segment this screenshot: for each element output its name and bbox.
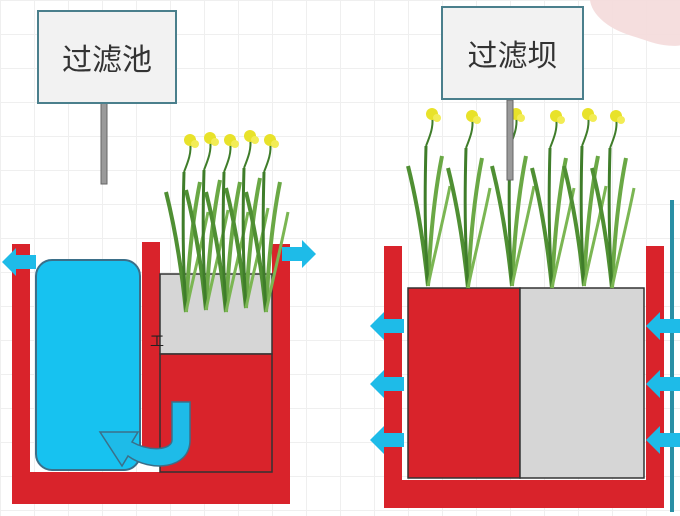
u-turn-arrow-icon xyxy=(98,401,191,468)
left-sign-post xyxy=(100,101,108,185)
right-sign-label: 过滤坝 xyxy=(441,6,584,100)
right-dam-outer-wall xyxy=(384,246,664,508)
inflow-arrow-icon xyxy=(282,240,316,268)
left-pool-outer-wall xyxy=(12,244,290,504)
left-filter-pool: 工 xyxy=(2,128,316,504)
right-dam-soil-block xyxy=(407,287,521,479)
left-pool-water-chamber xyxy=(35,259,141,471)
right-dam-gravel-block xyxy=(519,287,645,479)
left-sign-label: 过滤池 xyxy=(37,10,177,104)
right-edge-line xyxy=(670,200,674,512)
level-marker: 工 xyxy=(150,334,164,350)
right-sign-post xyxy=(506,99,514,181)
left-pool-divider-wall xyxy=(142,242,160,448)
right-filter-dam xyxy=(370,106,680,512)
left-pool-gravel-layer xyxy=(159,273,273,355)
